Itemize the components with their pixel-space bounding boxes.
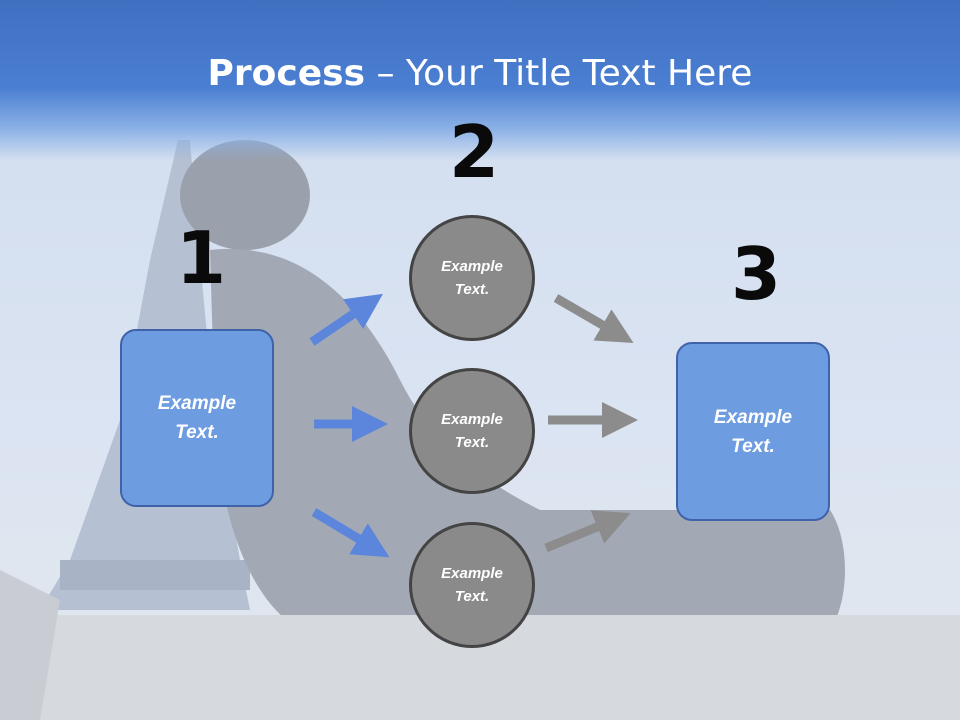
circle-middle[interactable]: Example Text.	[409, 368, 535, 494]
left-text-box[interactable]: Example Text.	[120, 329, 274, 507]
circle-top-label: Example Text.	[441, 258, 503, 298]
circle-top[interactable]: Example Text.	[409, 215, 535, 341]
arrow-box-to-circle-top	[309, 293, 383, 346]
circle-middle-label: Example Text.	[441, 411, 503, 451]
person-head	[180, 140, 310, 250]
slide-title: Process – Your Title Text Here	[0, 52, 960, 96]
title-bar	[0, 0, 960, 160]
step-number-3: 3	[731, 232, 782, 316]
title-rest: – Your Title Text Here	[365, 53, 753, 94]
right-box-label: Example Text.	[713, 406, 793, 457]
circle-bottom[interactable]: Example Text.	[409, 522, 535, 648]
arrow-circle-bottom-to-box	[544, 510, 631, 553]
step-number-2: 2	[449, 110, 500, 194]
circle-bottom-label: Example Text.	[441, 565, 503, 605]
right-text-box[interactable]: Example Text.	[676, 342, 830, 521]
left-box-label: Example Text.	[157, 393, 237, 443]
step-number-1: 1	[176, 216, 227, 300]
arrow-circle-top-to-box	[553, 294, 634, 344]
title-bold: Process	[207, 53, 366, 94]
arrow-box-to-circle-bottom	[311, 508, 390, 558]
